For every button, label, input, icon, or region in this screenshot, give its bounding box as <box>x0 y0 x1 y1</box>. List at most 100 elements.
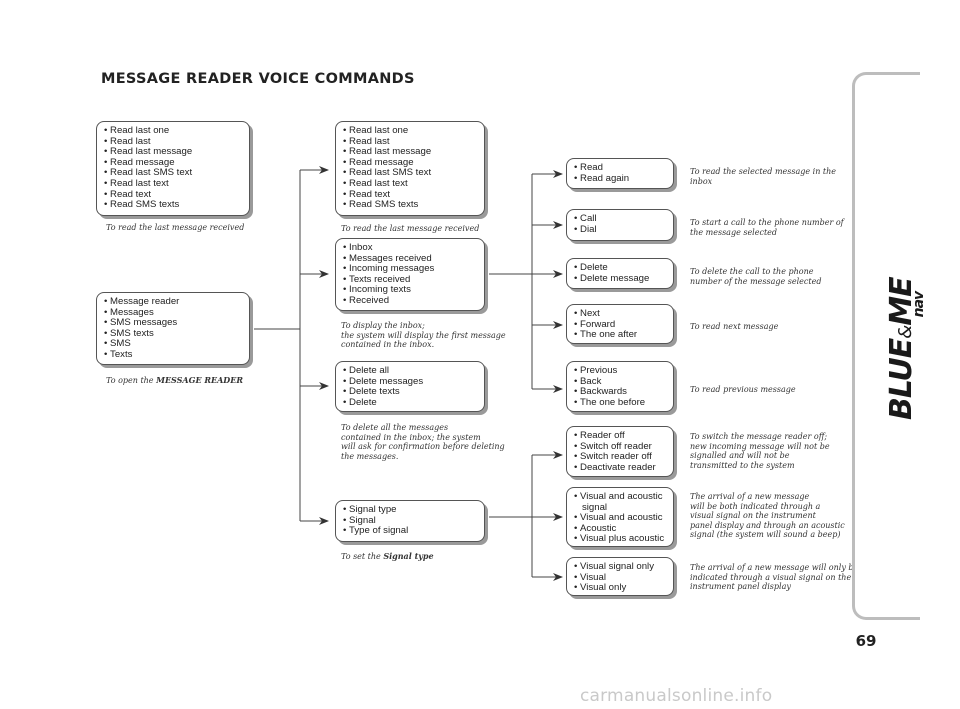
caption-text: To set the <box>341 552 384 561</box>
delete-commands-box: Delete Delete message <box>566 258 674 289</box>
signal-type-caption: To set the Signal type <box>341 551 434 562</box>
command-item: Read SMS texts <box>104 200 243 211</box>
caption-emphasis: Signal type <box>383 551 434 561</box>
command-list: Message reader Messages SMS messages SMS… <box>104 296 243 361</box>
command-item: Type of signal <box>343 526 478 537</box>
previous-commands-box: Previous Back Backwards The one before <box>566 361 674 412</box>
command-list: Signal type Signal Type of signal <box>343 504 478 537</box>
command-list: Visual signal only Visual Visual only <box>574 561 667 594</box>
command-list: Inbox Messages received Incoming message… <box>343 242 478 307</box>
caption-text: To open the <box>106 376 157 385</box>
visual-acoustic-caption: The arrival of a new message will be bot… <box>690 492 845 540</box>
caption-emphasis: MESSAGE READER <box>156 375 243 385</box>
visual-acoustic-commands-box: Visual and acoustic signal Visual and ac… <box>566 487 674 547</box>
command-item: Read last text <box>343 178 478 190</box>
command-item: The one before <box>574 397 667 409</box>
command-item: Signal type <box>343 504 478 516</box>
command-item: Read last <box>104 136 243 148</box>
logo-text: BLUE <box>884 338 919 420</box>
read-last-caption: To read the last message received <box>106 223 245 232</box>
command-item: Dial <box>574 224 667 236</box>
command-item: Read last SMS text <box>104 168 243 179</box>
command-item: Delete messages <box>343 376 478 388</box>
command-list: Read Read again <box>574 162 667 185</box>
command-item: Inbox <box>343 242 478 254</box>
command-item: Visual signal only <box>574 561 667 573</box>
command-item: Switch reader off <box>574 452 667 463</box>
command-list: Read last one Read last Read last messag… <box>104 125 243 211</box>
visual-only-commands-box: Visual signal only Visual Visual only <box>566 557 674 596</box>
command-item: Back <box>574 376 667 388</box>
command-list: Read last one Read last Read last messag… <box>343 125 478 211</box>
command-item: Incoming messages <box>343 264 478 275</box>
command-item: The one after <box>574 330 667 341</box>
read-last-commands-box: Read last one Read last Read last messag… <box>96 121 250 216</box>
reader-off-commands-box: Reader off Switch off reader Switch read… <box>566 426 674 477</box>
command-item: Signal <box>343 515 478 527</box>
command-item: Read again <box>574 173 667 185</box>
read-commands-box: Read Read again <box>566 158 674 189</box>
page-title: MESSAGE READER VOICE COMMANDS <box>101 71 415 87</box>
command-item: Read text <box>343 189 478 201</box>
command-item: Read text <box>104 189 243 201</box>
command-item: Reader off <box>574 430 667 442</box>
command-item: Delete all <box>343 365 478 377</box>
visual-only-caption: The arrival of a new message will only b… <box>690 563 858 592</box>
side-tab <box>852 72 920 620</box>
delete-all-commands-box: Delete all Delete messages Delete texts … <box>335 361 485 412</box>
call-commands-box: Call Dial <box>566 209 674 241</box>
command-item: Switch off reader <box>574 441 667 453</box>
command-item: Delete <box>343 397 478 409</box>
command-item: Next <box>574 308 667 320</box>
command-item: Visual plus acoustic <box>574 534 667 545</box>
command-item: Forward <box>574 319 667 331</box>
command-item: Texts received <box>343 274 478 286</box>
command-item: Backwards <box>574 387 667 398</box>
command-item: Read message <box>104 157 243 169</box>
open-reader-commands-box: Message reader Messages SMS messages SMS… <box>96 292 250 365</box>
command-item: Delete texts <box>343 387 478 398</box>
command-item: Call <box>574 213 667 225</box>
command-item: Visual and acoustic signal <box>574 491 667 513</box>
signal-type-commands-box: Signal type Signal Type of signal <box>335 500 485 542</box>
command-item: Received <box>343 295 478 307</box>
command-item: Read last text <box>104 178 243 190</box>
command-item: Delete <box>574 262 667 274</box>
call-caption: To start a call to the phone number of t… <box>690 218 844 237</box>
command-item: Incoming texts <box>343 285 478 296</box>
reader-off-caption: To switch the message reader off; new in… <box>690 432 830 470</box>
read-last-commands-box-2: Read last one Read last Read last messag… <box>335 121 485 216</box>
command-list: Delete all Delete messages Delete texts … <box>343 365 478 409</box>
inbox-commands-box: Inbox Messages received Incoming message… <box>335 238 485 311</box>
command-list: Reader off Switch off reader Switch read… <box>574 430 667 474</box>
command-item: Read last one <box>104 125 243 137</box>
command-item: Read last SMS text <box>343 168 478 179</box>
command-item: Read message <box>343 157 478 169</box>
command-list: Next Forward The one after <box>574 308 667 341</box>
logo-amp: & <box>895 325 916 339</box>
command-item: Read SMS texts <box>343 200 478 211</box>
command-item: Messages received <box>343 253 478 265</box>
command-item: Visual only <box>574 583 667 594</box>
command-item: SMS texts <box>104 328 243 340</box>
command-list: Previous Back Backwards The one before <box>574 365 667 409</box>
command-item: Read last <box>343 136 478 148</box>
command-item: Texts <box>104 349 243 361</box>
command-item: Read last message <box>343 147 478 158</box>
command-item: SMS messages <box>104 318 243 329</box>
command-item: Message reader <box>104 296 243 308</box>
read-last-caption-2: To read the last message received <box>341 224 480 233</box>
command-item: SMS <box>104 339 243 350</box>
command-list: Visual and acoustic signal Visual and ac… <box>574 491 667 545</box>
next-commands-box: Next Forward The one after <box>566 304 674 344</box>
delete-caption: To delete the call to the phone number o… <box>690 267 822 286</box>
command-item: Delete message <box>574 273 667 285</box>
next-caption: To read next message <box>690 322 779 331</box>
read-caption: To read the selected message in the inbo… <box>690 167 836 186</box>
command-item: Deactivate reader <box>574 462 667 474</box>
command-item: Read <box>574 162 667 174</box>
command-item: Acoustic <box>574 523 667 535</box>
command-item: Visual and acoustic <box>574 513 667 524</box>
